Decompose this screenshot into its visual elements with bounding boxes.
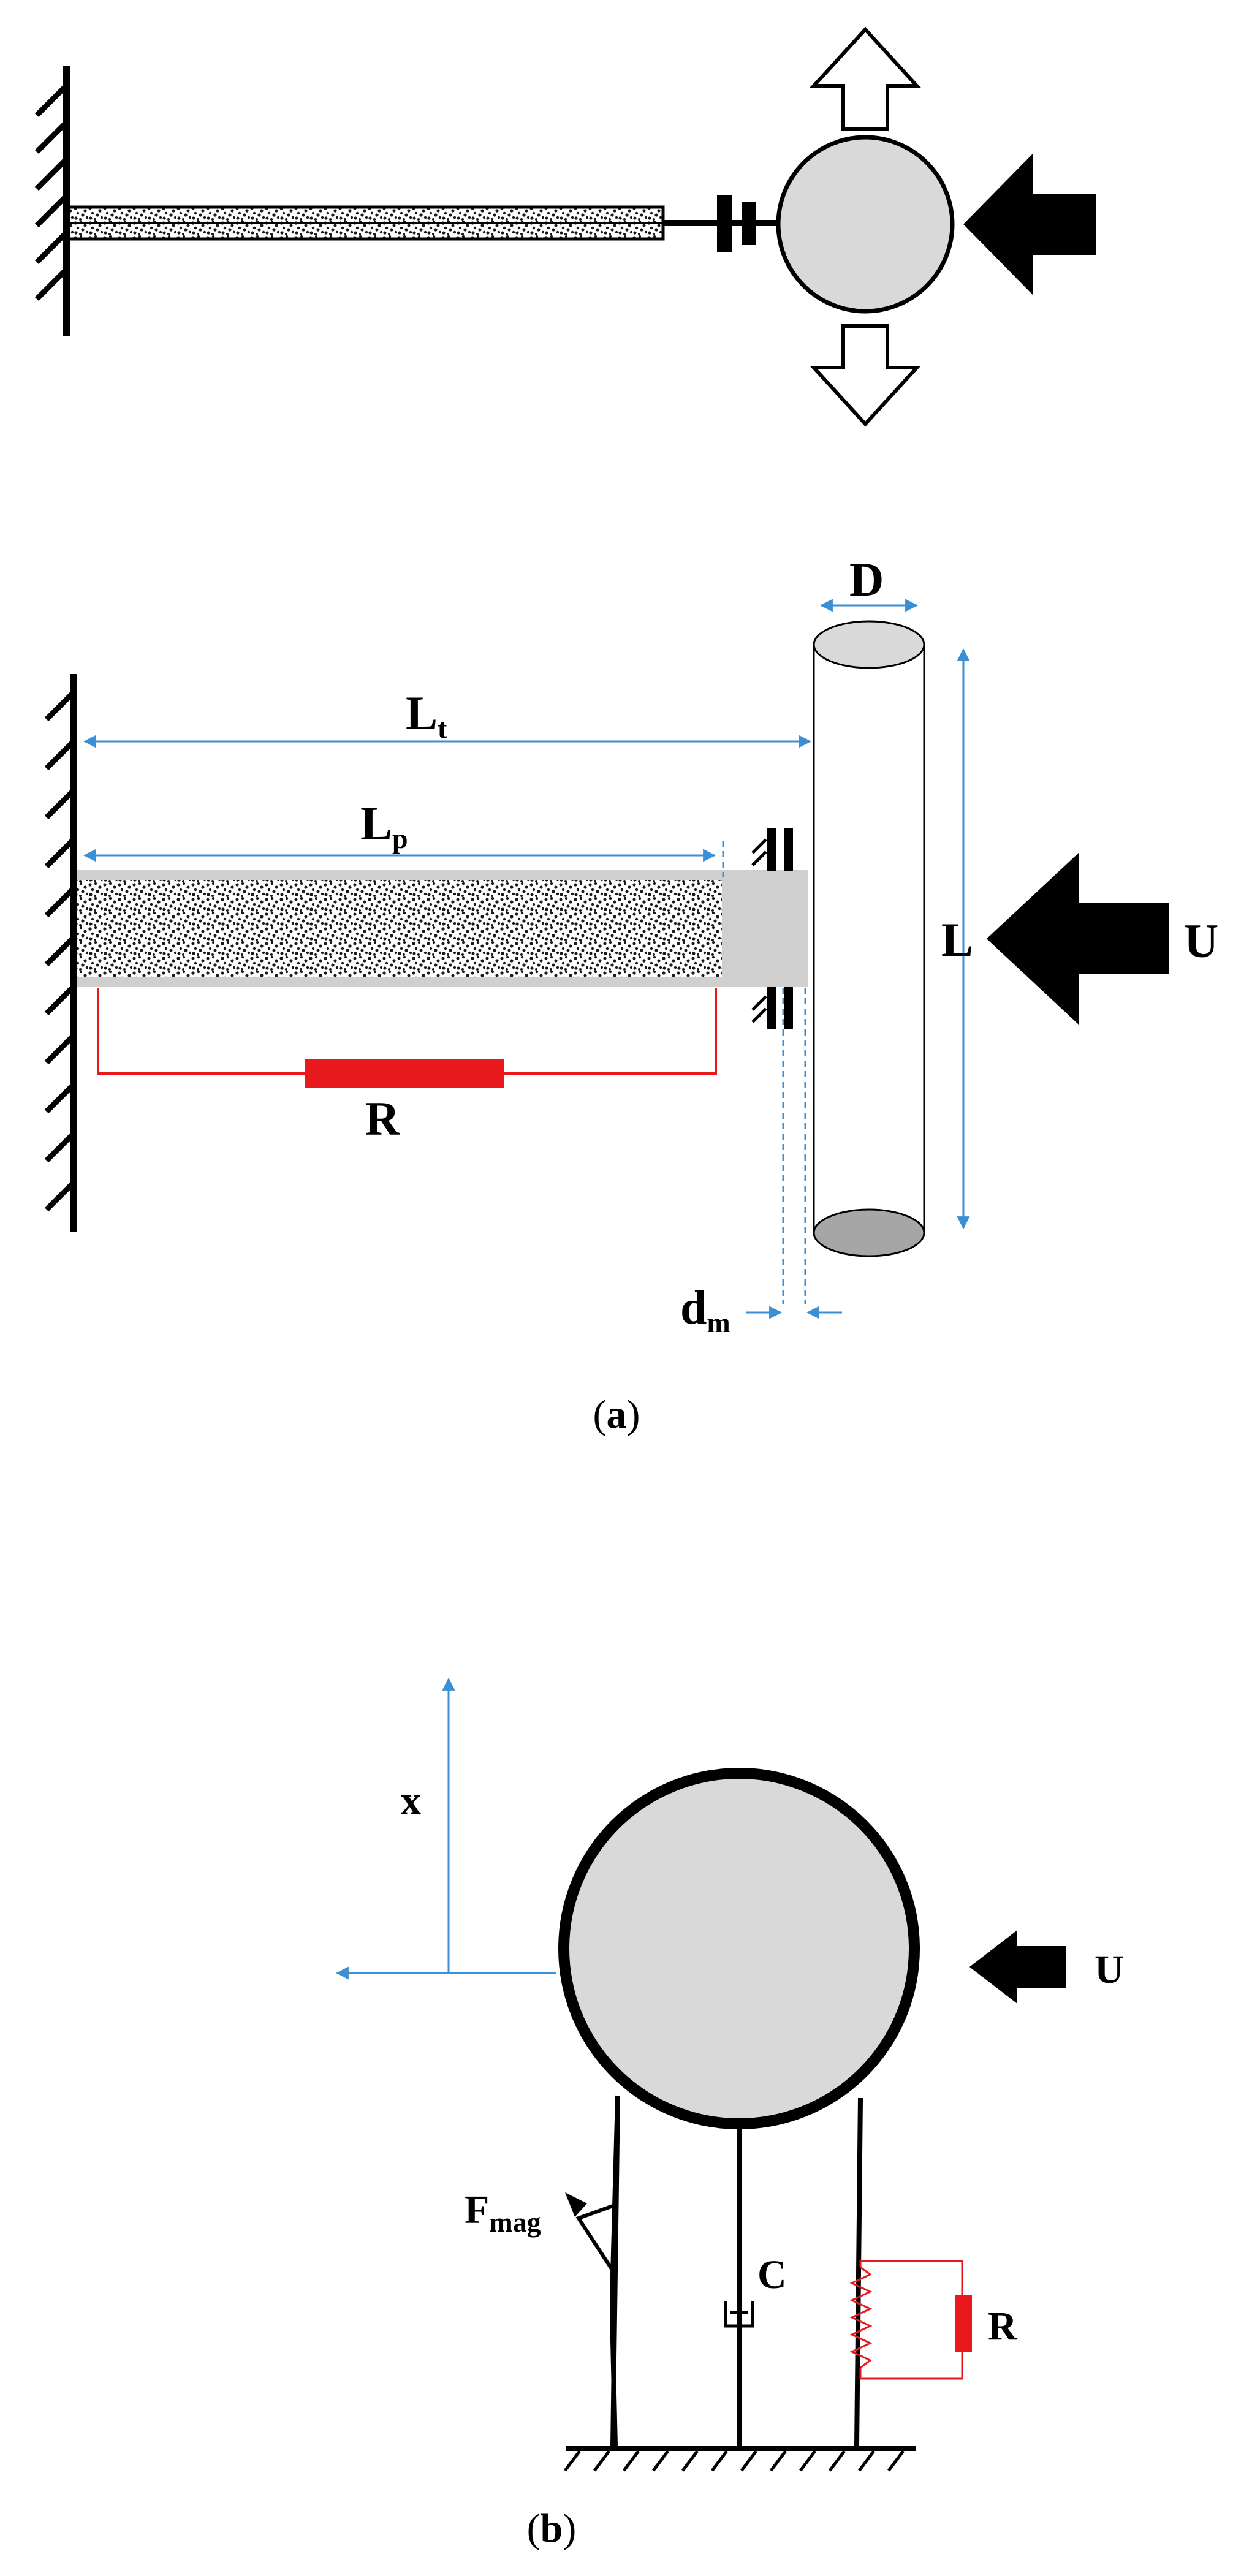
panel-b-piezo-circuit	[849, 2260, 972, 2380]
panel-a-label-Lt: Lt	[406, 686, 447, 744]
panel-b-label-C: C	[757, 2252, 787, 2297]
panel-a-dimension-lines	[83, 599, 970, 1319]
panel-a-cylinder	[813, 620, 925, 1257]
top-arrow-up-icon	[810, 26, 921, 131]
top-magnet-left	[717, 195, 732, 252]
panel-b-label-U: U	[1095, 1947, 1124, 1992]
top-cylinder-circle	[776, 135, 955, 314]
panel-a-magnet-bottom	[751, 987, 793, 1029]
panel-b-ground	[564, 2446, 916, 2472]
panel-b-magnetic-spring	[610, 2095, 620, 2447]
panel-a-label-R: R	[365, 1092, 401, 1145]
panel-b: x U Fmag C R (b)	[335, 1677, 1124, 2551]
top-fixed-wall	[34, 66, 70, 336]
panel-b-cylinder-circle	[558, 1768, 920, 2129]
panel-b-caption: (b)	[527, 2506, 577, 2551]
panel-a-label-dm: dm	[680, 1281, 730, 1338]
panel-a-flow-arrow-icon	[987, 853, 1169, 1025]
panel-b-piezo-spring-icon	[849, 2266, 873, 2369]
panel-b-resistor-icon	[955, 2295, 972, 2352]
panel-a-magnet-top	[751, 828, 793, 871]
panel-b-magnetic-force	[565, 2192, 617, 2276]
panel-a-label-Lp: Lp	[360, 797, 408, 854]
top-arrow-down-icon	[810, 324, 921, 427]
panel-a-piezo-layer	[77, 880, 722, 977]
panel-b-axes	[335, 1677, 556, 1980]
panel-a-electrical-circuit	[97, 988, 717, 1088]
panel-b-label-x: x	[401, 1778, 421, 1823]
top-magnet-right	[742, 202, 756, 245]
panel-a-label-D: D	[849, 553, 884, 606]
panel-b-damper-icon	[724, 2301, 754, 2328]
panel-a-caption: (a)	[593, 1392, 640, 1437]
panel-b-force-arrow-icon	[565, 2192, 587, 2217]
top-flow-arrow-icon	[963, 153, 1096, 295]
panel-b-label-R: R	[988, 2304, 1018, 2349]
panel-b-supports	[610, 2095, 863, 2447]
panel-a: D Lt Lp L U R dm (a)	[44, 553, 1218, 1437]
panel-b-flow-arrow-icon	[969, 1930, 1066, 2004]
panel-b-label-Fmag: Fmag	[465, 2188, 541, 2238]
panel-a-label-U: U	[1184, 914, 1218, 968]
top-schematic	[34, 26, 1096, 427]
panel-a-fixed-wall	[44, 674, 77, 1232]
panel-a-resistor-icon	[305, 1059, 504, 1088]
panel-a-label-L: L	[941, 913, 973, 966]
